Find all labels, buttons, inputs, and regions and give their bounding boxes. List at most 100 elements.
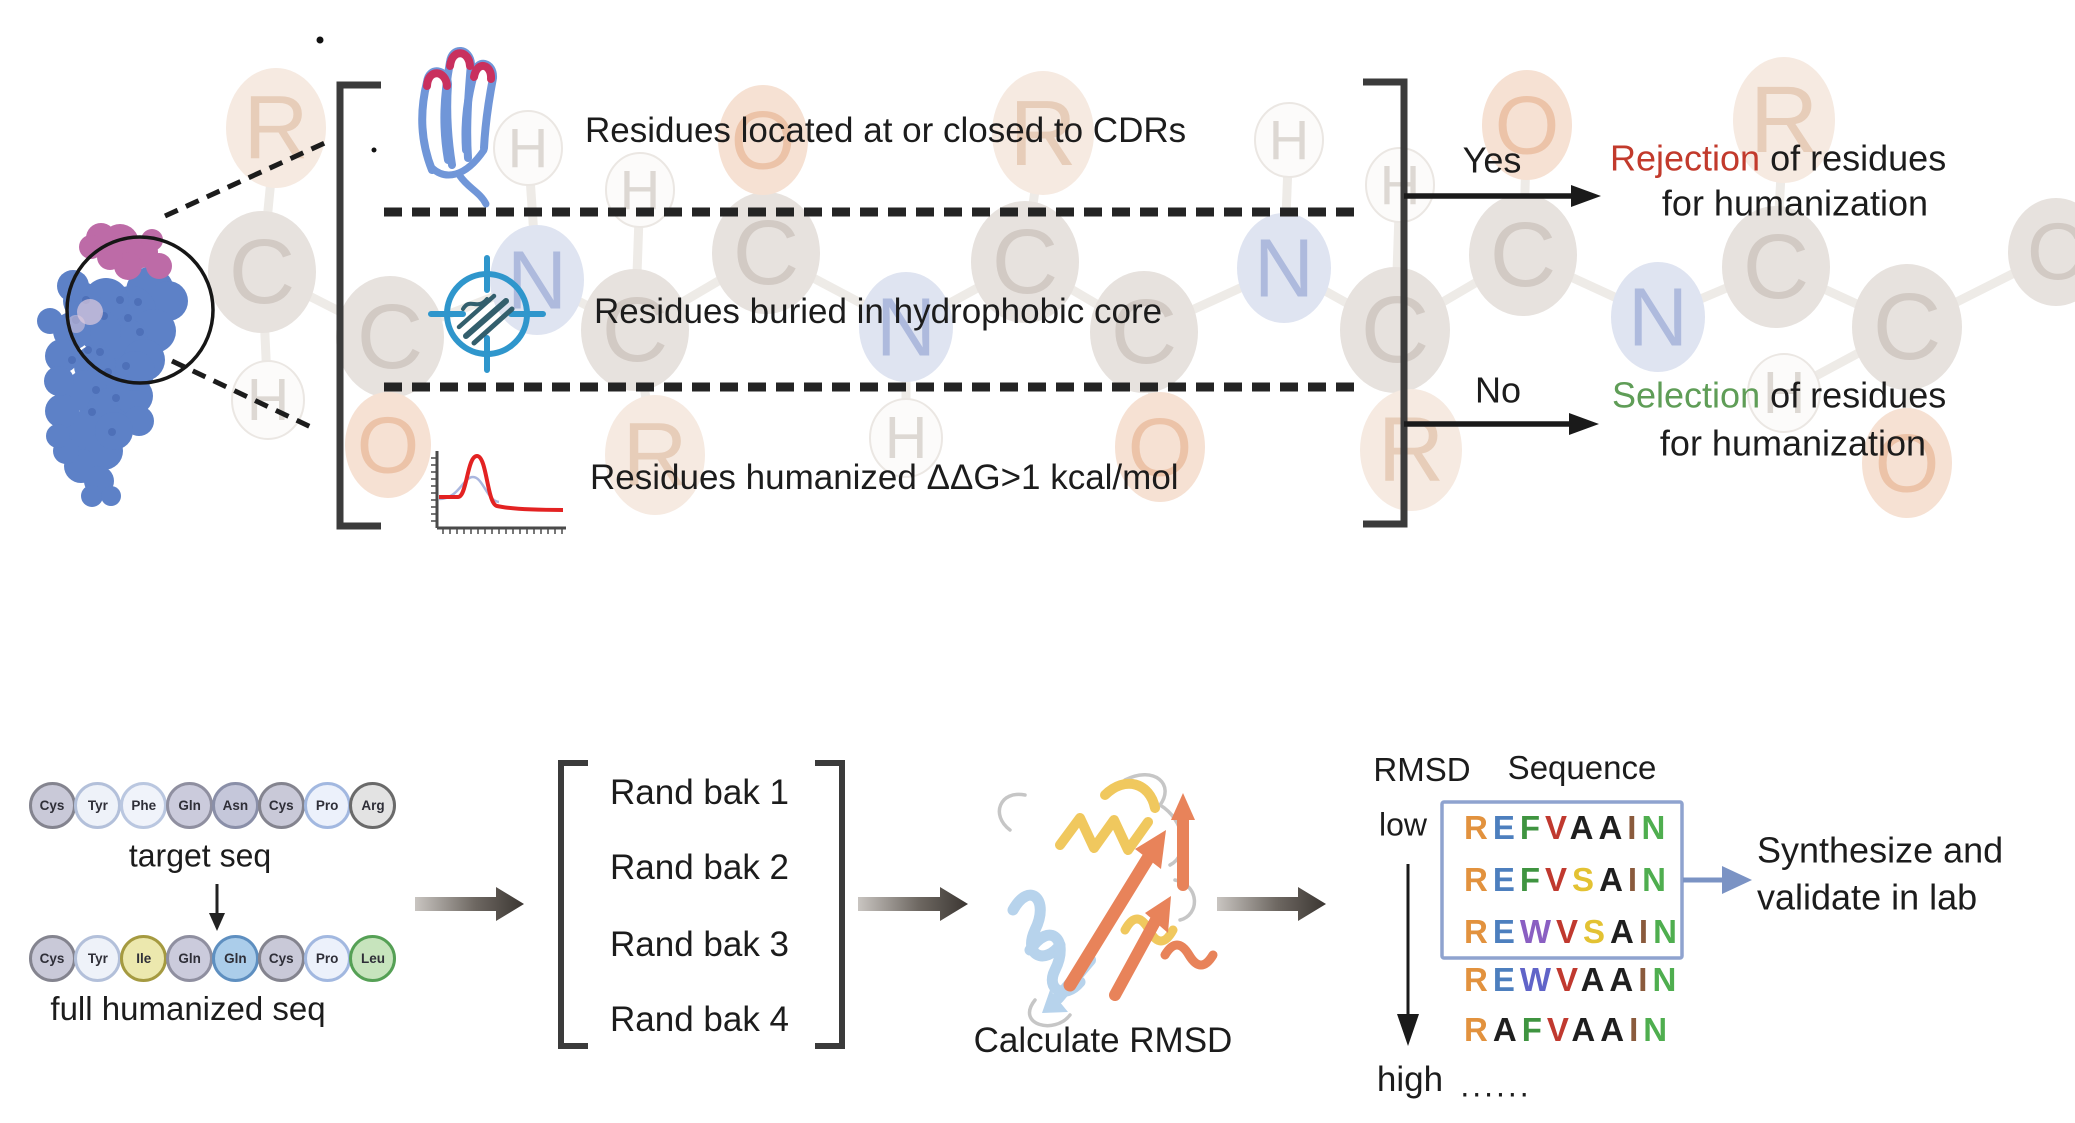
residue-circle-cys: Cys: [28, 781, 76, 829]
calculate-rmsd-label: Calculate RMSD: [973, 1020, 1233, 1060]
backbone-atom-C: C: [1852, 264, 1962, 390]
backbone-atom-H: H: [231, 360, 305, 440]
backbone-atom-H: H: [493, 110, 563, 186]
svg-text:C: C: [357, 286, 423, 388]
target-seq-label: target seq: [128, 837, 272, 874]
backbone-atom-O: O: [345, 392, 431, 498]
rmsd-low-label: low: [1378, 806, 1428, 843]
residue-circle-gln: Gln: [166, 781, 214, 829]
residue-circle-cys: Cys: [257, 781, 305, 829]
backbone-atom-C: C: [1469, 194, 1577, 316]
backbone-atom-H: H: [1254, 102, 1324, 178]
svg-text:H: H: [1380, 154, 1420, 217]
svg-text:R: R: [1750, 67, 1819, 173]
backbone-atom-R: R: [605, 395, 705, 515]
backbone-atom-N: N: [1611, 262, 1705, 372]
selection-word: Selection: [1612, 374, 1761, 416]
no-arrow: [1404, 413, 1599, 435]
backbone-atom-R: R: [1360, 389, 1462, 511]
backbone-atom-R: R: [1733, 57, 1835, 183]
rmsd-sequence-5: RAFVAAIN: [1464, 1011, 1673, 1048]
antibody-pink-domain: [79, 223, 172, 280]
sequence-header: Sequence: [1507, 749, 1657, 787]
backbone-atom-N: N: [859, 272, 953, 382]
yes-arrow: [1404, 185, 1601, 207]
zoom-dashed-line-lower: [170, 358, 317, 432]
backbone-atom-O: O: [1115, 392, 1205, 502]
rmsd-sequence-2: REFVSAIN: [1464, 861, 1671, 898]
synthesize-line2: validate in lab: [1757, 876, 1978, 918]
residue-circle-gln: Gln: [166, 934, 214, 982]
residue-circle-pro: Pro: [303, 934, 351, 982]
flow-arrow-3: [1217, 887, 1326, 921]
backbone-atom-H: H: [1747, 353, 1821, 433]
backbone-atom-R: R: [992, 71, 1094, 195]
rmsd-header: RMSD: [1373, 751, 1471, 789]
rejection-line2: for humanization: [1661, 182, 1929, 224]
svg-text:C: C: [602, 279, 668, 381]
backbone-atom-R: R: [226, 68, 326, 188]
svg-text:C: C: [1873, 274, 1942, 380]
criterion-1-label: Residues located at or closed to CDRs: [585, 110, 1187, 150]
backbone-atom-O: O: [1482, 70, 1572, 180]
backbone-atom-N: N: [1237, 213, 1331, 323]
backbone-atom-C: C: [581, 269, 689, 391]
svg-text:O: O: [1128, 401, 1193, 494]
backbone-atom-C: C: [712, 192, 820, 314]
hydrophobic-core-target-icon: [428, 255, 546, 373]
residue-circle-tyr: Tyr: [74, 781, 122, 829]
svg-text:O: O: [731, 94, 796, 187]
sequence-selection-box: [1440, 800, 1684, 960]
ribbon-protein-image: [997, 773, 1218, 1028]
svg-text:R: R: [244, 78, 309, 178]
antibody-icon: [418, 47, 497, 208]
randbak-item-1: Rand bak 1: [610, 773, 790, 812]
residue-circle-ile: Ile: [120, 934, 168, 982]
backbone-atom-C: C: [1340, 267, 1450, 393]
backbone-atom-C: C: [336, 276, 444, 398]
yes-label: Yes: [1462, 139, 1522, 181]
criteria-bracket-left: [336, 81, 381, 530]
synthesize-arrow: [1683, 866, 1752, 894]
backbone-atom-C: C: [1090, 271, 1198, 393]
svg-text:C: C: [733, 202, 799, 304]
flow-arrow-1: [415, 887, 524, 921]
svg-text:C: C: [1361, 277, 1430, 383]
zoom-dashed-line-upper: [163, 138, 331, 219]
svg-text:H: H: [885, 405, 928, 471]
flow-arrow-2: [858, 887, 968, 921]
svg-text:R: R: [1378, 399, 1444, 501]
randbak-item-2: Rand bak 2: [610, 848, 790, 887]
antigen-antibody-complex-image: [37, 36, 377, 507]
ddg-distribution-plot-icon: [431, 451, 566, 534]
svg-text:C: C: [2027, 207, 2075, 297]
seq-down-arrow: [209, 884, 225, 931]
no-label: No: [1474, 369, 1522, 411]
residue-circle-arg: Arg: [349, 781, 397, 829]
residue-circle-cys: Cys: [257, 934, 305, 982]
svg-text:H: H: [247, 367, 290, 433]
svg-text:C: C: [992, 211, 1058, 313]
svg-text:C: C: [229, 221, 295, 323]
residue-circle-asn: Asn: [211, 781, 259, 829]
rejection-line1: Rejection of residues: [1610, 137, 1947, 179]
rejection-word: Rejection: [1610, 137, 1761, 179]
svg-text:H: H: [508, 117, 548, 180]
randbak-item-3: Rand bak 3: [610, 925, 790, 964]
backbone-atom-C: C: [2008, 198, 2075, 306]
backbone-atom-C: C: [1722, 206, 1830, 328]
rmsd-sequence-3: REWVSAIN: [1464, 913, 1682, 950]
svg-text:H: H: [1763, 360, 1806, 426]
criterion-2-label: Residues buried in hydrophobic core: [594, 291, 1163, 331]
svg-text:R: R: [623, 405, 688, 505]
svg-text:R: R: [1009, 81, 1076, 185]
backbone-atom-O: O: [1862, 408, 1952, 518]
residue-circle-leu: Leu: [349, 934, 397, 982]
humanized-seq-label: full humanized seq: [50, 990, 326, 1028]
selection-line2: for humanization: [1659, 422, 1927, 464]
backbone-atom-H: H: [869, 398, 943, 478]
synthesize-line1: Synthesize and: [1757, 829, 2004, 871]
